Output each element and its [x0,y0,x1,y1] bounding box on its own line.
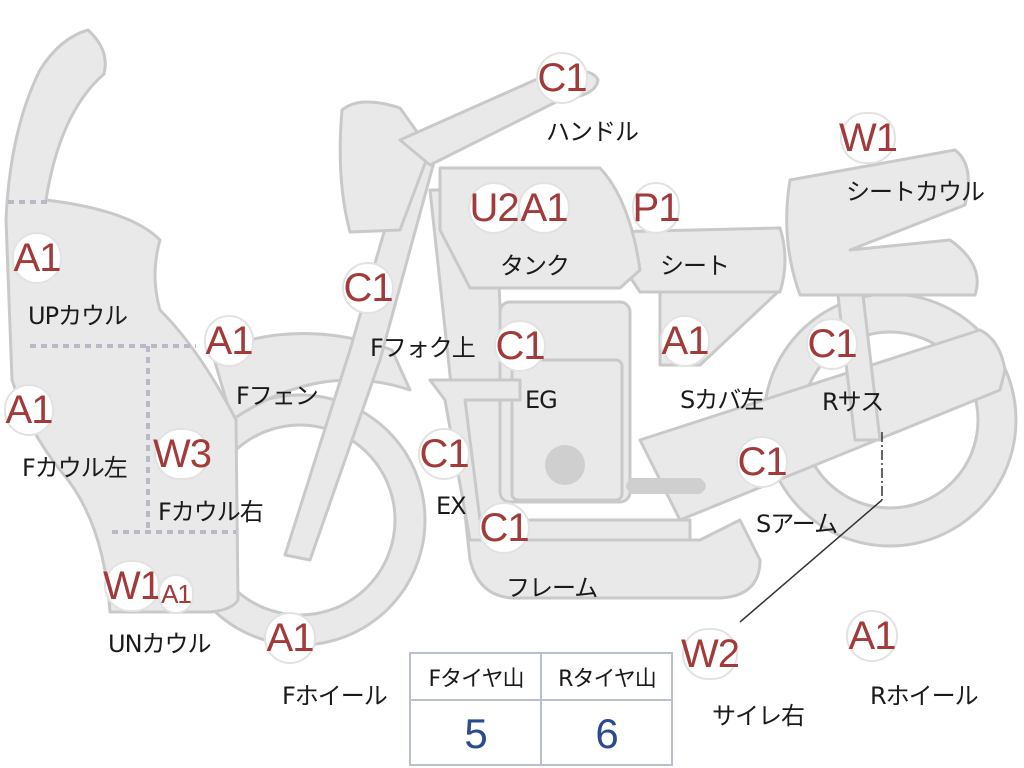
code-badge-f-cowl-left[interactable]: A1 [4,384,54,436]
part-label-f-cowl-left: Fカウル左 [22,454,128,482]
part-label-swingarm: Sアーム [756,510,838,538]
part-label-r-suspension: Rサス [822,388,884,416]
part-label-under-cowl: UNカウル [108,630,212,658]
code-badge-f-fork-upper[interactable]: C1 [342,262,394,314]
part-label-handle: ハンドル [546,118,639,146]
table-header-front-tire: Fタイヤ山 [428,667,525,692]
code-badge-f-cowl-right[interactable]: W3 [153,428,212,480]
part-label-up-cowl: UPカウル [28,302,128,330]
code-badge-under-cowl-1[interactable]: W1 [103,560,162,612]
table-value-front-tire: 5 [464,710,488,757]
headlight-shape [338,100,432,234]
part-label-s-cover-left: Sカバ左 [680,386,764,414]
code-badge-frame[interactable]: C1 [478,502,530,554]
code-badge-r-wheel[interactable]: A1 [846,610,898,662]
code-badge-f-wheel[interactable]: A1 [264,612,316,664]
code-badge-seat[interactable]: P1 [632,182,680,234]
code-badge-f-fender[interactable]: A1 [204,315,254,367]
muffler-shape [626,478,706,494]
table-value-rear-tire: 6 [595,710,619,757]
code-badge-s-cover-left[interactable]: A1 [660,315,710,367]
part-label-f-wheel: Fホイール [282,682,388,710]
tire-tread-table: Fタイヤ山 Rタイヤ山 5 6 [409,652,673,766]
seat-cowl-shape [785,148,979,297]
part-label-f-cowl-right: Fカウル右 [158,498,264,526]
part-label-silencer-right: サイレ右 [712,702,805,730]
code-badge-swingarm[interactable]: C1 [736,436,788,488]
table-header-rear-tire: Rタイヤ山 [558,667,657,692]
part-label-seat-cowl: シートカウル [846,178,985,206]
code-badge-silencer-right[interactable]: W2 [681,628,740,680]
code-badge-tank-1[interactable]: U2 [468,182,520,234]
code-badge-handle[interactable]: C1 [536,52,588,104]
code-badge-under-cowl-2[interactable]: A1 [158,574,194,614]
swingarm-shape [638,328,1007,522]
part-label-r-wheel: Rホイール [870,682,979,710]
code-badge-exhaust[interactable]: C1 [418,428,470,480]
seat-shape [608,226,787,294]
part-label-seat: シート [660,252,730,280]
code-badge-tank-2[interactable]: A1 [518,182,570,234]
part-label-exhaust: EX [436,492,467,520]
part-label-engine: EG [525,386,558,414]
code-badge-seat-cowl[interactable]: W1 [839,112,898,164]
part-label-frame: フレーム [506,574,598,602]
code-badge-r-suspension[interactable]: C1 [806,318,858,370]
part-label-tank: タンク [500,252,570,280]
code-badge-engine[interactable]: C1 [494,320,546,372]
code-badge-up-cowl[interactable]: A1 [12,232,62,284]
part-label-f-fork-upper: Fフォク上 [370,334,476,362]
part-label-f-fender: Fフェン [236,382,319,410]
table-grid [411,654,671,764]
